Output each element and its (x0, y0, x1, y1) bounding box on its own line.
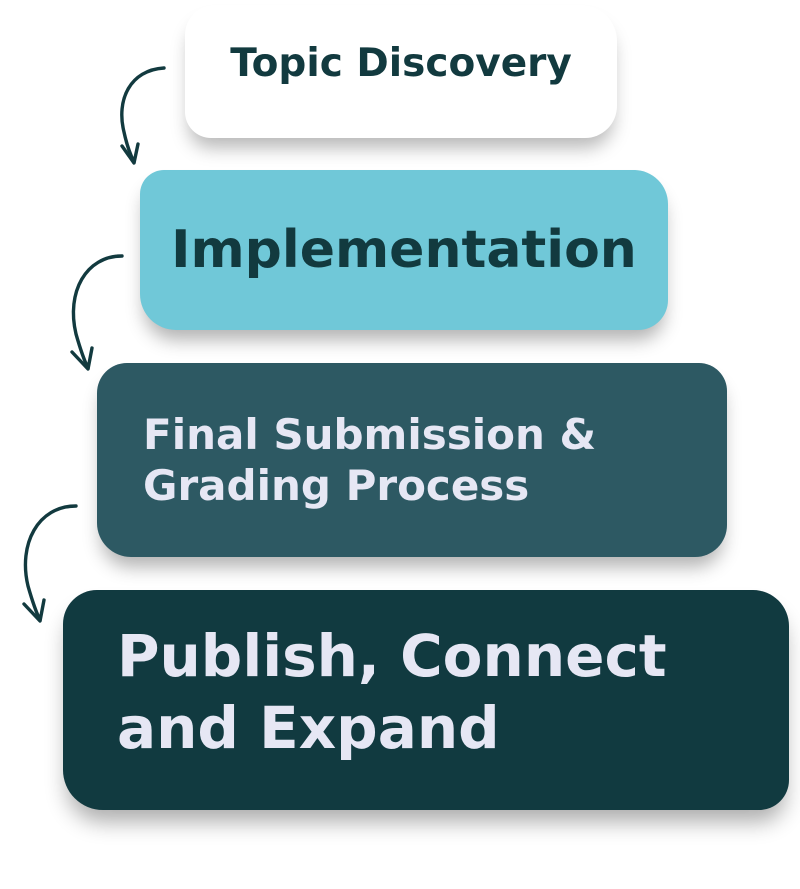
step-final-submission: Final Submission & Grading Process (97, 363, 727, 557)
step-label-line: Publish, Connect (117, 621, 667, 690)
curved-arrow-down-icon (22, 504, 78, 623)
step-label-line: and Expand (117, 694, 500, 762)
step-label: Topic Discovery (230, 41, 572, 88)
step-label-line: Grading Process (143, 461, 530, 510)
step-publish-connect-expand: Publish, Connect and Expand (63, 590, 789, 810)
step-label-line: Implementation (171, 219, 637, 280)
step-label-line: Final Submission & (143, 409, 597, 459)
step-implementation: Implementation (140, 170, 668, 330)
curved-arrow-down-icon (70, 254, 124, 371)
step-label: Final Submission & Grading Process (143, 409, 596, 511)
curved-arrow-down-icon (120, 66, 166, 165)
step-topic-discovery: Topic Discovery (185, 5, 617, 138)
step-label: Implementation (171, 219, 637, 281)
step-label-line: Topic Discovery (230, 41, 572, 87)
step-label: Publish, Connect and Expand (117, 620, 667, 765)
